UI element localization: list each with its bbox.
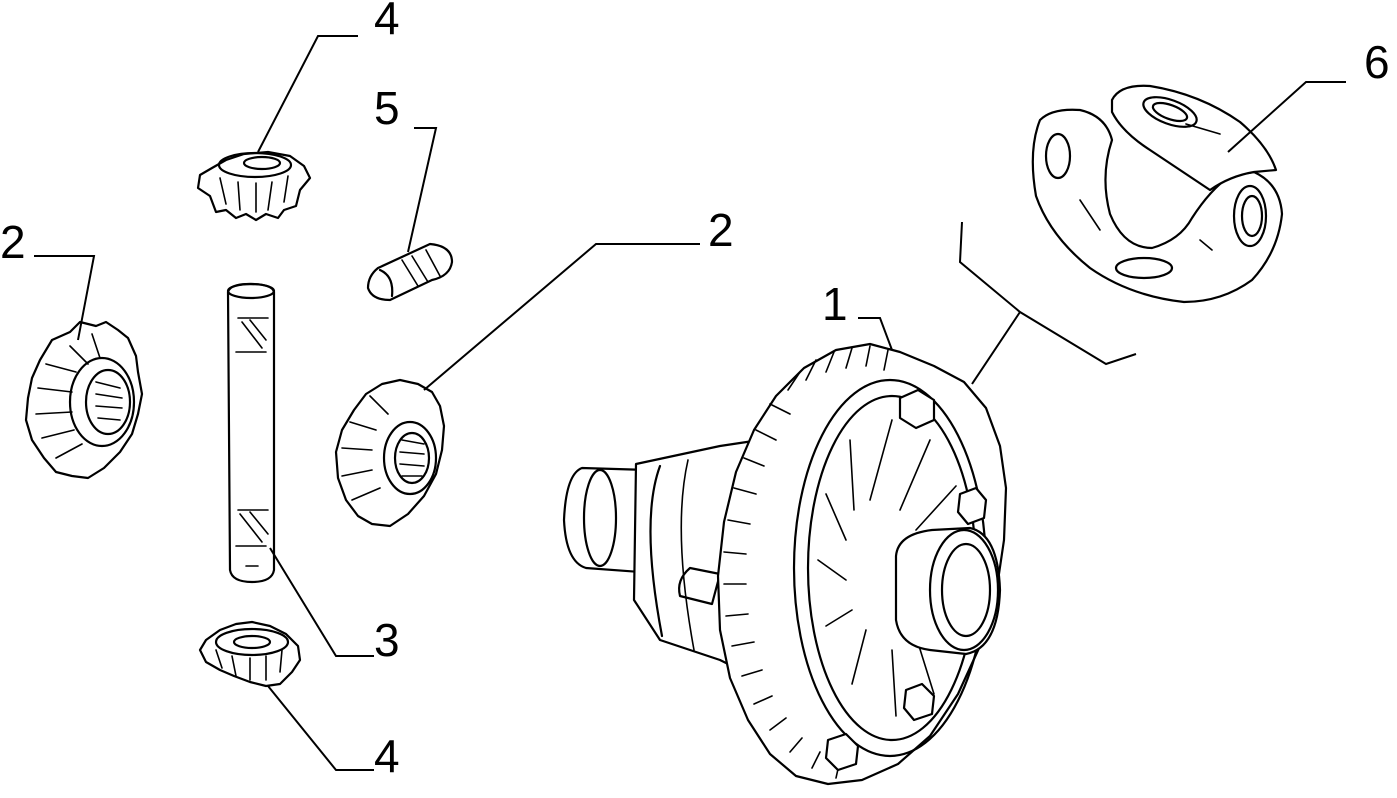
yoke-block [1031,84,1284,304]
bracket-line [958,221,1137,385]
side-gear-middle [334,378,446,528]
callout-2-left: 2 [0,216,26,268]
shaft [226,282,276,584]
callout-3: 3 [374,614,400,666]
side-gear-left [24,320,144,480]
callout-4-bottom: 4 [374,730,400,782]
pinion-gear-top [196,150,312,222]
differential-housing [562,342,1008,786]
callout-4-top: 4 [374,0,400,44]
callout-1: 1 [822,278,848,330]
leader-lines [34,35,1346,771]
pinion-gear-bottom [198,620,302,688]
callout-5: 5 [374,82,400,134]
callout-2-middle: 2 [708,204,734,256]
pin [366,242,454,302]
callout-6: 6 [1364,36,1390,88]
